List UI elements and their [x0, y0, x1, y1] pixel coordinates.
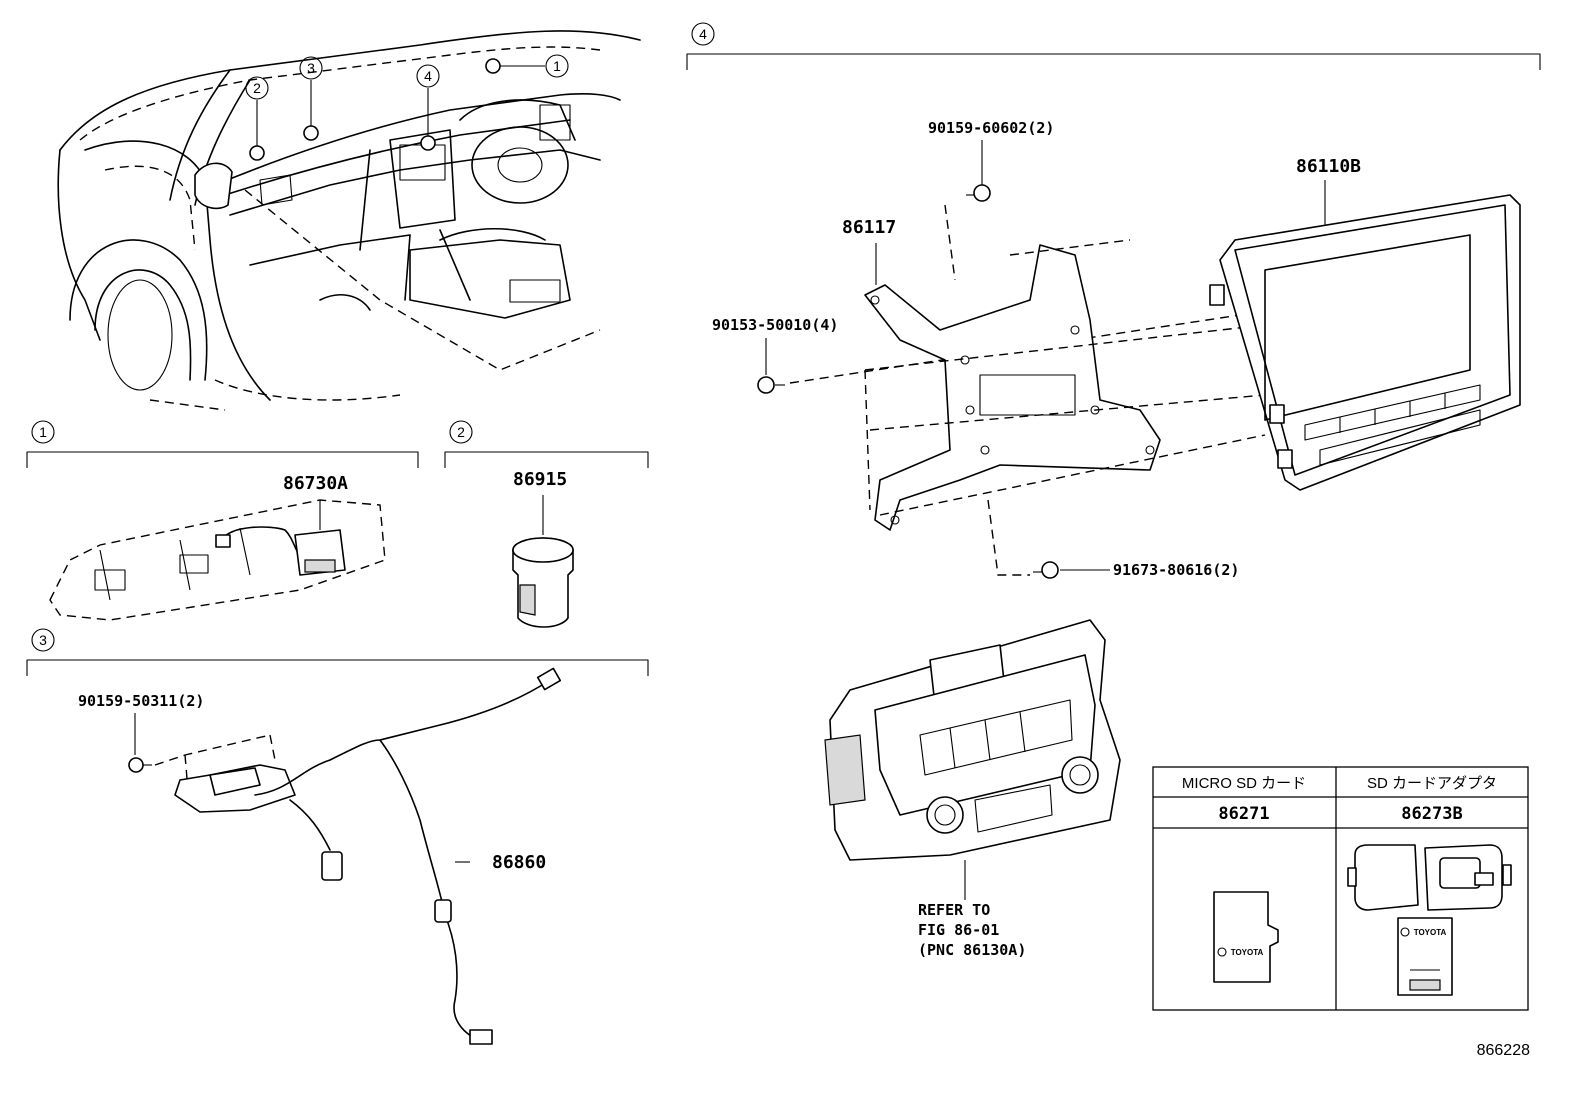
table-part-micro-sd: 86271: [1218, 804, 1269, 824]
section-4: 4 90159-60602(2) 86117 90153-50010(4): [686, 22, 1541, 959]
accessory-table: MICRO SD カード SD カードアダプタ 86271 86273B TOY…: [1152, 766, 1529, 1011]
section-2: 2 86915: [444, 420, 649, 628]
svg-text:90153-50010(4): 90153-50010(4): [712, 316, 838, 334]
table-part-sd-adapter: 86273B: [1401, 804, 1462, 824]
svg-text:86915: 86915: [513, 469, 567, 490]
svg-text:86110B: 86110B: [1296, 156, 1361, 177]
callout-1: 1: [545, 54, 569, 78]
svg-text:86860: 86860: [492, 852, 546, 873]
svg-text:3: 3: [39, 632, 47, 648]
table-header-micro-sd: MICRO SD カード: [1182, 775, 1306, 792]
svg-text:1: 1: [39, 424, 47, 440]
svg-text:1: 1: [553, 58, 561, 74]
section-3: 3 90159-50311(2) 86860: [26, 628, 649, 1045]
svg-text:4: 4: [424, 68, 432, 84]
svg-text:86117: 86117: [842, 217, 896, 238]
callout-3: 3: [299, 56, 323, 80]
micro-sd-brand: TOYOTA: [1231, 948, 1264, 957]
svg-text:4: 4: [699, 26, 707, 42]
svg-text:2: 2: [457, 424, 465, 440]
svg-text:REFER TO: REFER TO: [918, 901, 990, 919]
svg-text:3: 3: [307, 60, 315, 76]
vehicle-interior-overview: [57, 30, 641, 411]
callout-2: 2: [245, 76, 269, 100]
sd-adapter-card-image: TOYOTA: [1397, 917, 1453, 996]
svg-text:91673-80616(2): 91673-80616(2): [1113, 561, 1239, 579]
sd-adapter-brand: TOYOTA: [1414, 928, 1447, 937]
svg-text:(PNC 86130A): (PNC 86130A): [918, 941, 1026, 959]
svg-text:2: 2: [253, 80, 261, 96]
svg-text:FIG 86-01: FIG 86-01: [918, 921, 999, 939]
svg-text:90159-60602(2): 90159-60602(2): [928, 119, 1054, 137]
callout-4: 4: [416, 64, 440, 88]
table-header-sd-adapter: SD カードアダプタ: [1367, 775, 1497, 792]
section-1: 1 86730A: [26, 420, 419, 621]
micro-sd-card-image: TOYOTA: [1213, 891, 1279, 983]
sd-adapter-case-image: [1347, 844, 1512, 911]
svg-text:90159-50311(2): 90159-50311(2): [78, 692, 204, 710]
figure-id: 866228: [1477, 1042, 1530, 1059]
svg-text:86730A: 86730A: [283, 473, 348, 494]
